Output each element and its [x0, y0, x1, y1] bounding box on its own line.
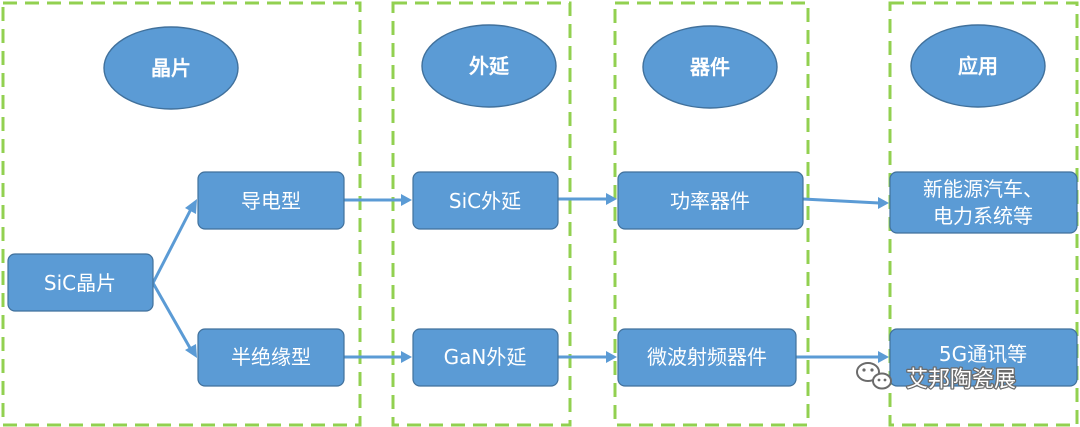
header-label: 晶片: [151, 56, 191, 80]
arrow-head: [606, 193, 617, 205]
node-label: GaN外延: [444, 345, 527, 369]
node-label: SiC晶片: [44, 271, 116, 295]
column-header-epitaxy: 外延: [421, 24, 557, 108]
node-box: [7, 253, 154, 312]
node-label: 微波射频器件: [647, 345, 767, 369]
arrow-head: [185, 199, 197, 214]
connector-wafer-to-conductive: [151, 208, 193, 284]
header-ellipse: [103, 26, 239, 110]
node-label: 半绝缘型: [231, 345, 311, 369]
arrow-head: [606, 351, 617, 363]
node-app-5g: 5G通讯等: [889, 328, 1078, 387]
node-app-power: 新能源汽车、 电力系统等: [889, 171, 1078, 234]
node-label-line1: 新能源汽车、: [923, 177, 1043, 201]
header-ellipse: [642, 25, 778, 109]
watermark-text: 艾邦陶瓷展: [906, 368, 1016, 393]
node-box: [197, 171, 345, 230]
header-label: 外延: [469, 54, 510, 78]
column-frame-device: [613, 1, 810, 427]
node-box: [617, 171, 804, 230]
node-label: 5G通讯等: [939, 342, 1027, 366]
connector-wafer-to-semi-insulating: [151, 282, 192, 349]
node-label-line2: 电力系统等: [933, 204, 1033, 228]
node-sic-epi: SiC外延: [412, 171, 559, 230]
node-box: [889, 328, 1078, 387]
arrow-head: [878, 351, 889, 363]
node-label: 功率器件: [670, 189, 750, 213]
wechat-icon: [856, 362, 892, 390]
column-header-device: 器件: [642, 25, 778, 109]
header-ellipse: [421, 24, 557, 108]
arrow-head: [401, 194, 412, 206]
column-header-application: 应用: [910, 24, 1046, 108]
node-box: [617, 328, 797, 387]
watermark: 艾邦陶瓷展: [856, 362, 1017, 394]
node-sic-wafer: SiC晶片: [7, 253, 154, 312]
header-label: 应用: [958, 54, 998, 78]
arrow-head: [185, 344, 197, 358]
node-box: [412, 171, 559, 230]
header-label: 器件: [689, 55, 730, 79]
column-frame-wafer: [1, 1, 362, 427]
node-conductive: 导电型: [197, 171, 345, 230]
header-ellipse: [910, 24, 1046, 108]
arrow-head: [878, 197, 889, 209]
node-box: [412, 328, 559, 387]
column-frame-epitaxy: [391, 1, 572, 427]
node-box: [889, 171, 1078, 234]
column-header-wafer: 晶片: [103, 26, 239, 110]
node-gan-epi: GaN外延: [412, 328, 559, 387]
arrow-head: [401, 351, 412, 363]
connector-power-to-app: [802, 197, 880, 205]
node-box: [197, 328, 345, 387]
node-label: SiC外延: [449, 189, 521, 213]
node-rf-device: 微波射频器件: [617, 328, 797, 387]
node-semi-insulating: 半绝缘型: [197, 328, 345, 387]
node-label: 导电型: [241, 189, 301, 213]
node-power-device: 功率器件: [617, 171, 804, 230]
